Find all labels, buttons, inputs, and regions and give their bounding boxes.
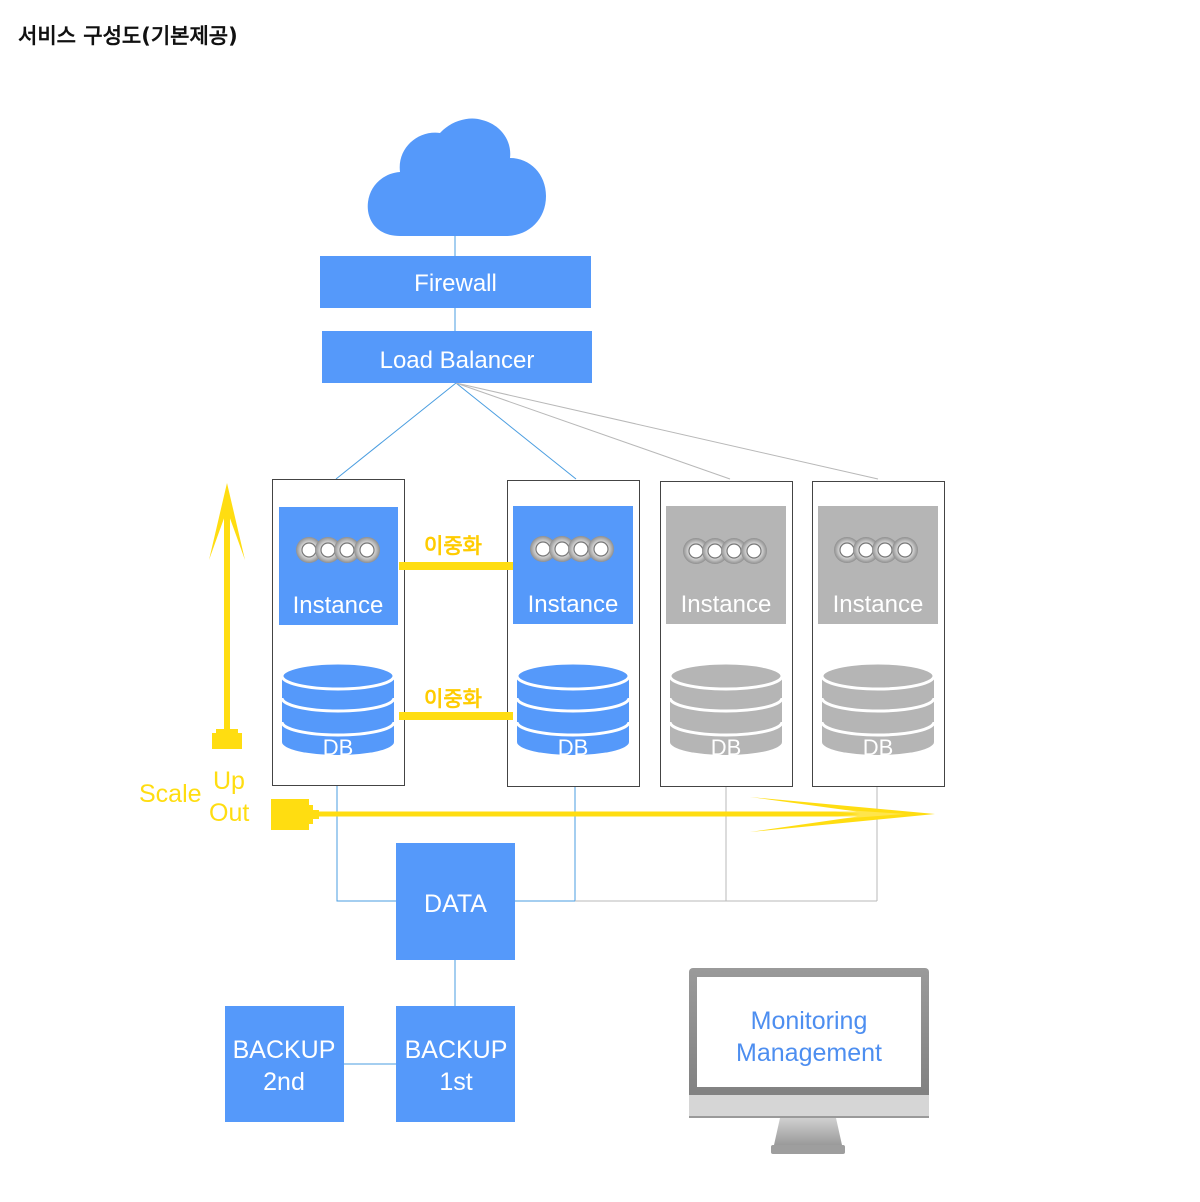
data-label: DATA bbox=[424, 890, 487, 918]
monitoring-line1: Monitoring bbox=[751, 1007, 868, 1035]
redundancy-label: 이중화 bbox=[424, 687, 483, 711]
monitor-icon: Monitoring Management bbox=[689, 968, 929, 1154]
instance-box bbox=[818, 506, 938, 624]
instance-label: Instance bbox=[293, 592, 384, 619]
db-label: DB bbox=[558, 735, 589, 760]
instance-box bbox=[513, 506, 633, 624]
instance-rings-icon bbox=[529, 535, 615, 563]
server-4: Instance DB bbox=[812, 481, 945, 787]
instance-label: Instance bbox=[681, 591, 772, 618]
scale-out-arrow bbox=[271, 797, 935, 832]
monitoring-line2: Management bbox=[736, 1039, 882, 1067]
scale-out-label: Out bbox=[209, 799, 249, 827]
instance-rings-icon bbox=[295, 536, 381, 564]
instance-rings-icon bbox=[682, 537, 768, 565]
redundancy-db: 이중화 bbox=[399, 687, 513, 720]
instance-label: Instance bbox=[528, 591, 619, 618]
load-balancer-box: Load Balancer bbox=[322, 331, 592, 383]
db-label: DB bbox=[711, 735, 742, 760]
instance-box bbox=[279, 507, 398, 625]
cloud-icon bbox=[367, 118, 546, 236]
backup-2nd-box: BACKUP 2nd bbox=[225, 1006, 344, 1122]
redundancy-label: 이중화 bbox=[424, 534, 483, 558]
load-balancer-label: Load Balancer bbox=[380, 347, 535, 374]
server-2: Instance DB bbox=[507, 480, 640, 787]
data-box: DATA bbox=[396, 843, 515, 960]
connector-lines bbox=[335, 236, 879, 1065]
db-label: DB bbox=[323, 735, 354, 760]
backup-1st-line1: BACKUP bbox=[405, 1036, 508, 1064]
scale-up-label: Up bbox=[213, 767, 245, 795]
server-3: Instance DB bbox=[660, 481, 793, 787]
firewall-label: Firewall bbox=[414, 270, 497, 297]
scale-label: Scale bbox=[139, 780, 202, 808]
instance-rings-icon bbox=[833, 536, 919, 564]
redundancy-instance: 이중화 bbox=[399, 534, 513, 570]
backup-1st-box: BACKUP 1st bbox=[396, 1006, 515, 1122]
instance-label: Instance bbox=[833, 591, 924, 618]
backup-2nd-line1: BACKUP bbox=[233, 1036, 336, 1064]
instance-box bbox=[666, 506, 786, 624]
backup-2nd-line2: 2nd bbox=[263, 1068, 305, 1096]
server-1: Instance DB bbox=[272, 479, 405, 786]
scale-up-arrow bbox=[209, 483, 245, 749]
page-title: 서비스 구성도(기본제공) bbox=[18, 24, 238, 48]
db-label: DB bbox=[863, 735, 894, 760]
firewall-box: Firewall bbox=[320, 256, 591, 308]
backup-1st-line2: 1st bbox=[439, 1068, 472, 1096]
